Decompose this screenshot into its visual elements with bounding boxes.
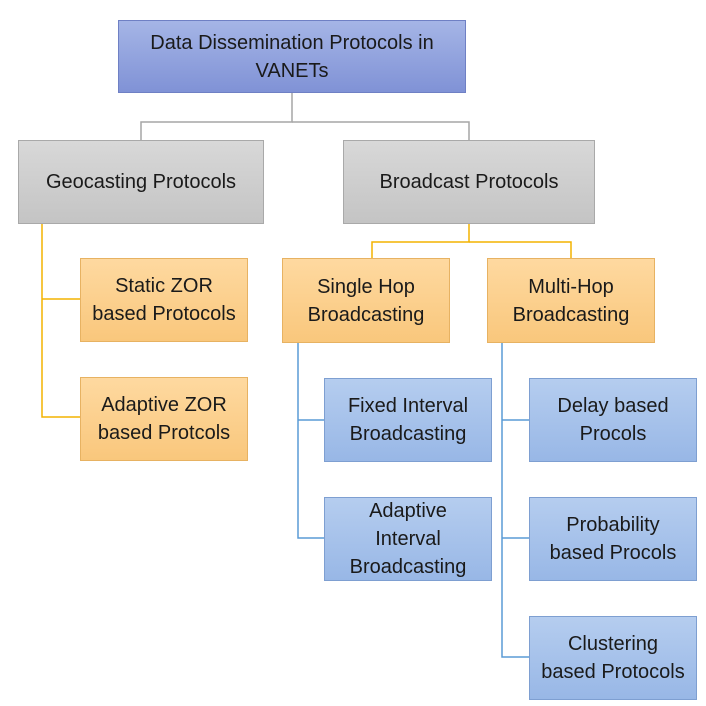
geocasting-protocols-node: Geocasting Protocols: [18, 140, 264, 224]
connector-singlehop-children: [297, 343, 324, 539]
probability-based-node: Probability based Procols: [529, 497, 697, 581]
broadcast-protocols-node: Broadcast Protocols: [343, 140, 595, 224]
fixed-interval-broadcasting-node: Fixed Interval Broadcasting: [324, 378, 492, 462]
delay-based-node: Delay based Procols: [529, 378, 697, 462]
connector-root-geocasting: [140, 92, 293, 140]
adaptive-interval-broadcasting-node: Adaptive Interval Broadcasting: [324, 497, 492, 581]
static-zor-node: Static ZOR based Protocols: [80, 258, 248, 342]
multi-hop-broadcasting-node: Multi-Hop Broadcasting: [487, 258, 655, 343]
connector-root-broadcast: [292, 121, 470, 140]
connector-broadcast-multihop: [469, 241, 572, 258]
root-node: Data Dissemination Protocols in VANETs: [118, 20, 466, 93]
connector-multihop-children: [501, 343, 529, 658]
connector-broadcast-children: [371, 224, 470, 258]
connector-geocasting-children: [41, 224, 80, 418]
clustering-based-node: Clustering based Protocols: [529, 616, 697, 700]
single-hop-broadcasting-node: Single Hop Broadcasting: [282, 258, 450, 343]
adaptive-zor-node: Adaptive ZOR based Protcols: [80, 377, 248, 461]
